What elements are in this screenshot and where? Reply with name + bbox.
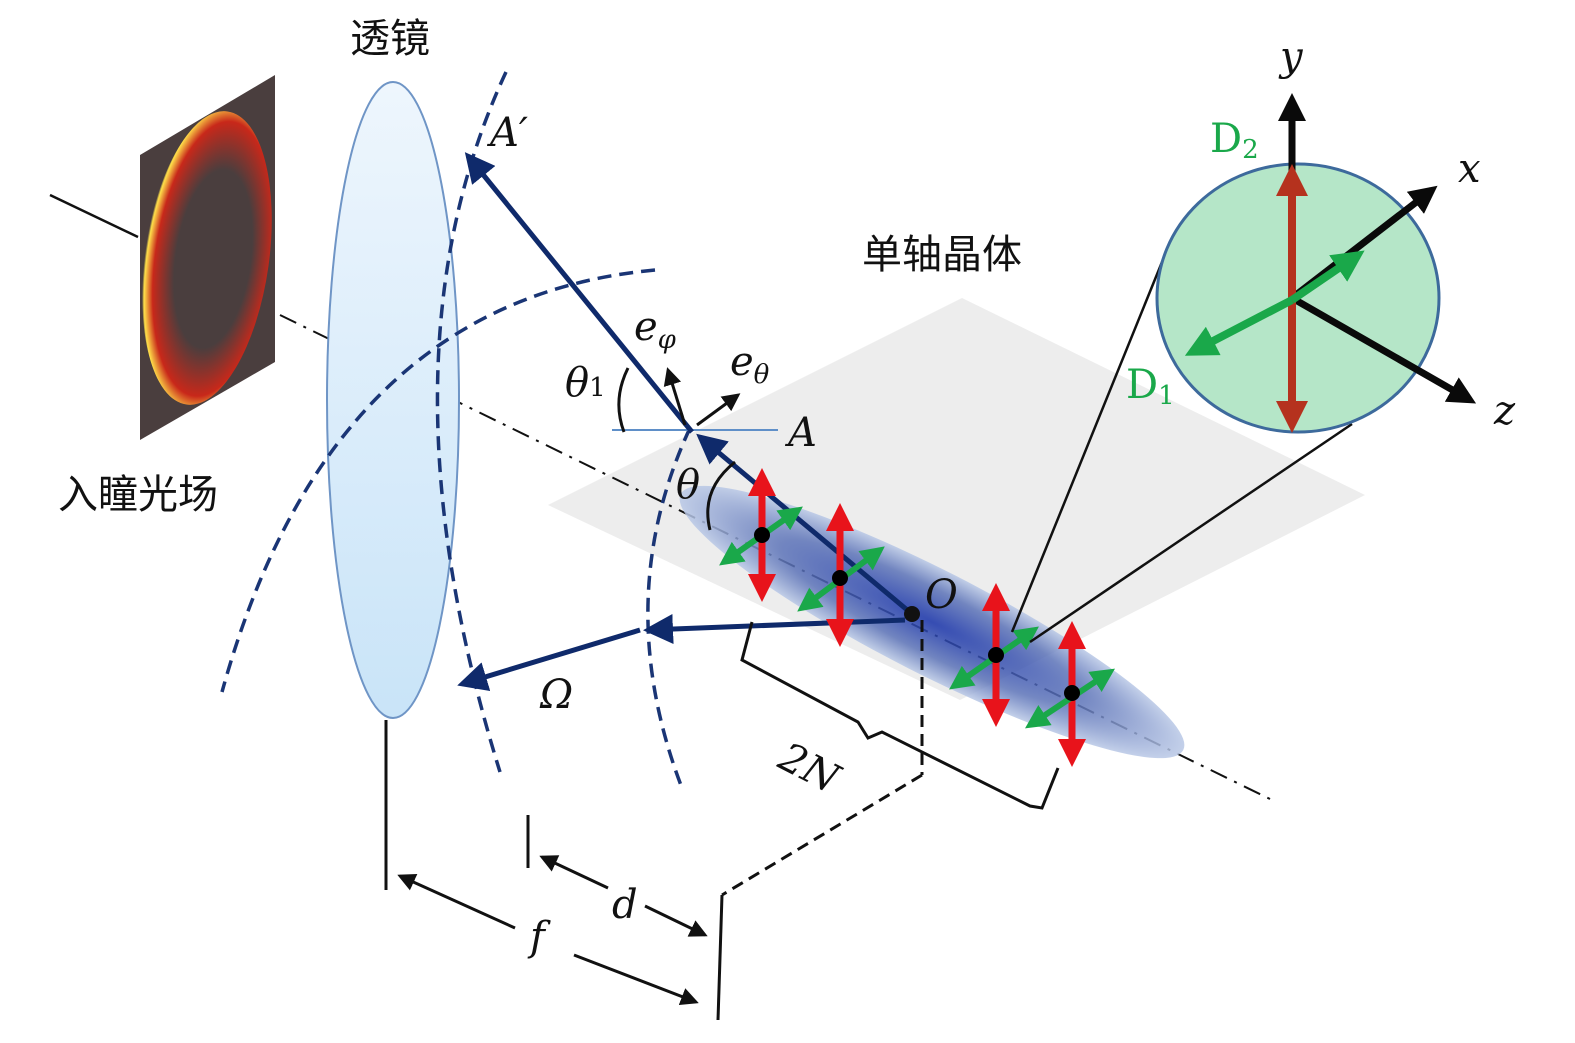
D1-label: D1 [1126, 362, 1175, 411]
crystal-label: 单轴晶体 [862, 232, 1022, 278]
z-axis-arrow [1290, 294, 1477, 404]
e-phi-label: eφ [634, 304, 677, 355]
inset-dipole-view [1155, 93, 1477, 434]
point-O-label: O [925, 572, 958, 618]
dipole-2 [797, 503, 885, 647]
d-label: d [612, 882, 638, 928]
ray-O-omega-1 [643, 614, 906, 645]
z-axis-label: z [1493, 388, 1516, 434]
lens-label: 透镜 [350, 16, 430, 62]
theta1-arc [617, 367, 630, 433]
inset-connector-2 [1029, 422, 1353, 644]
dipole-1 [719, 468, 803, 602]
D2-label: D2 [1210, 116, 1259, 165]
ray-A-to-A-prime [464, 152, 694, 434]
e-theta-arrow [696, 393, 741, 427]
y-axis-label: y [1278, 34, 1304, 80]
dipoles [719, 468, 1116, 767]
x-axis-label: x [1458, 146, 1481, 192]
inset-connector-1 [1010, 261, 1164, 633]
ray-O-omega-2 [457, 627, 641, 692]
wavefront-arc-inner [646, 427, 692, 789]
e-theta-label: eθ [730, 339, 770, 390]
bracket-2N [740, 621, 1060, 810]
lens [326, 81, 460, 719]
f-label: f [527, 914, 551, 960]
dipole-3 [949, 583, 1039, 727]
e-phi-arrow [663, 367, 687, 426]
point-O [904, 606, 920, 622]
omega-label: Ω [539, 672, 573, 718]
theta-arc [706, 460, 736, 531]
D1-arrow-upper [1289, 250, 1365, 304]
D1-arrow [1184, 296, 1294, 356]
pupil-field-image [140, 75, 275, 440]
optical-axis-left [49, 193, 139, 239]
pupil-field-label: 入瞳光场 [58, 472, 218, 518]
wavefront-arc-middle [220, 268, 656, 693]
dimension-lines [384, 620, 924, 1021]
dipole-4 [1024, 621, 1116, 767]
theta1-label: θ1 [565, 360, 606, 406]
point-A-prime-label: A′ [486, 110, 528, 156]
point-A-label: A [784, 410, 817, 456]
length-2N-label: 2N [771, 734, 848, 804]
theta-label: θ [676, 462, 700, 508]
